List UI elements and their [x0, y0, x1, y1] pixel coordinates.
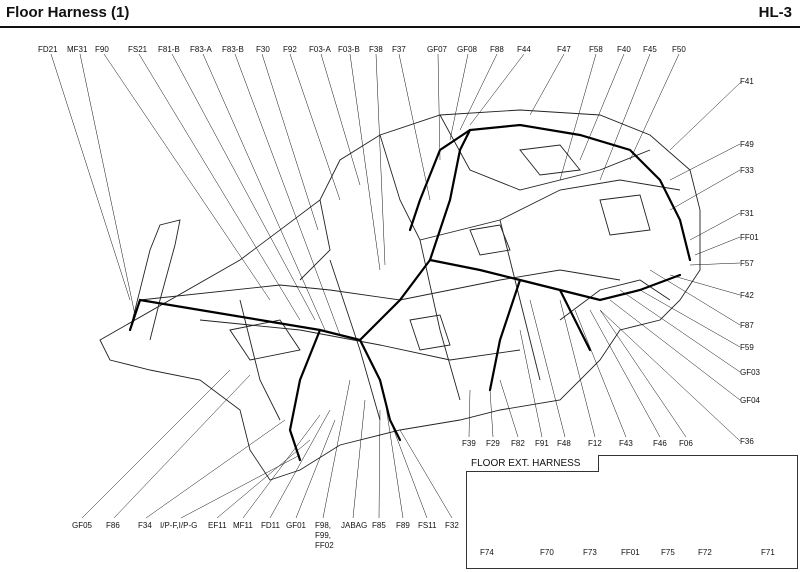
inset-label-f73: F73 [583, 548, 597, 557]
harness-wire [128, 123, 692, 462]
floor-ext-harness-inset [466, 455, 798, 569]
title-bar: Floor Harness (1) HL-3 [0, 0, 800, 30]
label-f50: F50 [672, 45, 686, 54]
label-f92: F92 [283, 45, 297, 54]
label-f85: F85 [372, 521, 386, 530]
label-f81-b: F81-B [158, 45, 180, 54]
label-f03-a: F03-A [309, 45, 331, 54]
label-gf04: GF04 [740, 396, 761, 405]
label-f59: F59 [740, 343, 754, 352]
label-f33: F33 [740, 166, 754, 175]
label-gf07: GF07 [427, 45, 448, 54]
label-f57: F57 [740, 259, 754, 268]
inset-title: FLOOR EXT. HARNESS [471, 458, 581, 469]
label-f83-b: F83-B [222, 45, 244, 54]
label-f91: F91 [535, 439, 549, 448]
label-fd21: FD21 [38, 45, 58, 54]
label-gf08: GF08 [457, 45, 478, 54]
inset-label-f72: F72 [698, 548, 712, 557]
label-f44: F44 [517, 45, 531, 54]
inset-label-f70: F70 [540, 548, 554, 557]
label-f90: F90 [95, 45, 109, 54]
inset-label-f75: F75 [661, 548, 675, 557]
leader-lines [50, 53, 769, 546]
label-f58: F58 [589, 45, 603, 54]
label-f83-a: F83-A [190, 45, 212, 54]
label-ef11: EF11 [208, 521, 227, 530]
title-rule [0, 26, 800, 28]
page-title: Floor Harness (1) [6, 4, 130, 21]
label-f46: F46 [653, 439, 667, 448]
label-gf03: GF03 [740, 368, 761, 377]
label-f43: F43 [619, 439, 633, 448]
label-f48: F48 [557, 439, 571, 448]
label-f36: F36 [740, 437, 754, 446]
inset-label-ff01: FF01 [621, 548, 640, 557]
label-f47: F47 [557, 45, 571, 54]
label-f03-b: F03-B [338, 45, 360, 54]
label-f37: F37 [392, 45, 406, 54]
label-fd11: FD11 [261, 521, 281, 530]
label-f99: F99, [315, 531, 331, 540]
inset-label-f71: F71 [761, 548, 775, 557]
inset-title-tab [466, 455, 599, 472]
label-jabag: JABAG [341, 521, 367, 530]
label-f34: F34 [138, 521, 152, 530]
label-f29: F29 [486, 439, 500, 448]
label-f88: F88 [490, 45, 504, 54]
label-fs21: FS21 [128, 45, 148, 54]
label-f45: F45 [643, 45, 657, 54]
label-f41: F41 [740, 77, 754, 86]
label-ff01: FF01 [740, 233, 759, 242]
connector-labels: FD21 MF31 F90 FS21 F81-B F83-A F83-B F30… [38, 45, 761, 550]
label-f42: F42 [740, 291, 754, 300]
label-f06: F06 [679, 439, 693, 448]
label-ff02: FF02 [315, 541, 334, 550]
label-gf05: GF05 [72, 521, 93, 530]
label-f87: F87 [740, 321, 754, 330]
label-f49: F49 [740, 140, 754, 149]
label-f39: F39 [462, 439, 476, 448]
label-f86: F86 [106, 521, 120, 530]
label-gf01: GF01 [286, 521, 307, 530]
inset-label-f74: F74 [480, 548, 494, 557]
label-f32: F32 [445, 521, 459, 530]
label-f30: F30 [256, 45, 270, 54]
label-mf31: MF31 [67, 45, 88, 54]
label-f89: F89 [396, 521, 410, 530]
page-code: HL-3 [758, 4, 792, 21]
label-f31: F31 [740, 209, 754, 218]
label-fs11: FS11 [418, 521, 437, 530]
label-f98: F98, [315, 521, 331, 530]
label-mf11: MF11 [233, 521, 253, 530]
label-f38: F38 [369, 45, 383, 54]
label-f12: F12 [588, 439, 602, 448]
label-f40: F40 [617, 45, 631, 54]
label-ip-f-ip-g: I/P-F,I/P-G [160, 521, 197, 530]
label-f82: F82 [511, 439, 525, 448]
